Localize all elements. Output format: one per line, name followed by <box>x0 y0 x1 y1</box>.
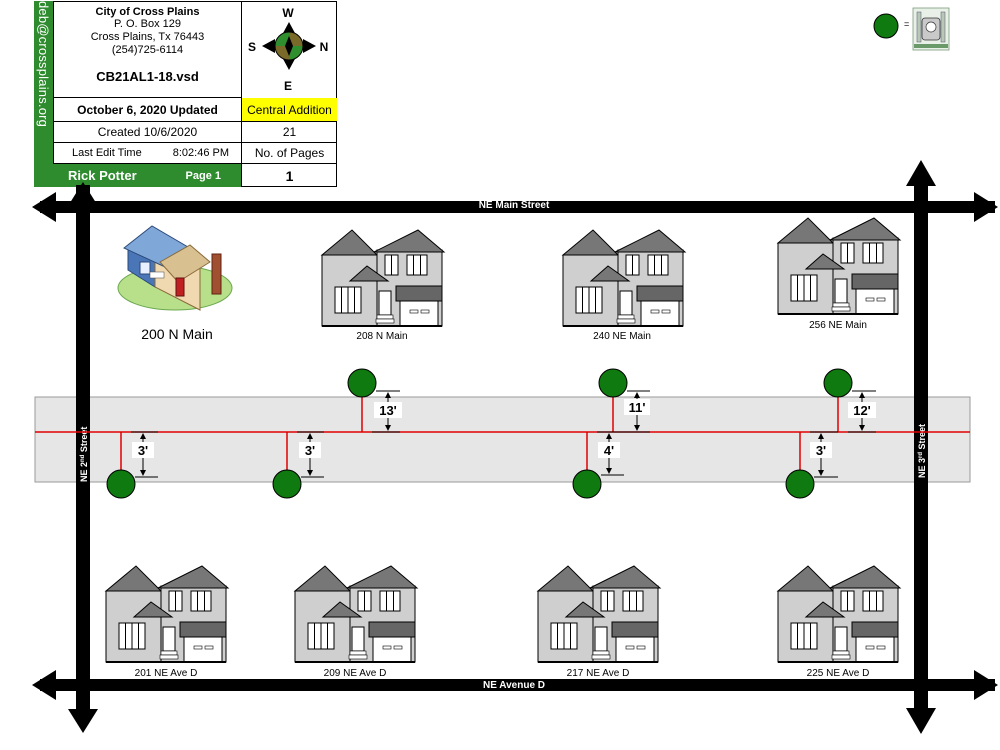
meter-offset-label: 3' <box>305 443 315 458</box>
house-201-ne-ave-d <box>105 565 229 663</box>
city-state-zip: Cross Plains, Tx 76443 <box>90 31 205 43</box>
house-label: 200 N Main <box>141 326 213 342</box>
meter-south-4: 3' <box>785 431 838 499</box>
phone: (254)725-6114 <box>111 44 184 56</box>
pages-count: 1 <box>285 167 294 184</box>
house-label: 201 NE Ave D <box>135 668 198 679</box>
alley-easement <box>34 396 971 483</box>
road-ne-avenue-d <box>40 679 995 691</box>
gas-meter-marker <box>106 469 136 499</box>
last-edit-time: 8:02:46 PM <box>172 147 229 159</box>
title-block: City of Cross Plains P. O. Box 129 Cross… <box>35 1 337 187</box>
compass-icon: W E S N <box>248 6 328 93</box>
road-network <box>32 160 998 734</box>
gas-meter-marker <box>572 469 602 499</box>
last-edit-label: Last Edit Time <box>72 147 142 159</box>
house-label: 225 NE Ave D <box>807 668 870 679</box>
house-label: 209 NE Ave D <box>324 668 387 679</box>
house-225-ne-ave-d <box>777 565 901 663</box>
author-row: Rick Potter Page 1 <box>35 164 242 187</box>
addition-number: 21 <box>242 122 337 143</box>
meter-offset-label: 11' <box>629 400 646 415</box>
email-sidebar: deb@crossplains.org <box>34 1 53 187</box>
house-240-ne-main <box>562 229 686 327</box>
meter-offset-label: 3' <box>138 443 148 458</box>
page-label: Page 1 <box>185 169 221 182</box>
house-256-ne-main <box>777 217 901 315</box>
gas-meter-marker <box>823 368 853 398</box>
street-label-right: NE 3rd Street <box>917 424 927 478</box>
house-icon-200-n-main <box>117 225 233 311</box>
legend-equals: = <box>904 19 909 29</box>
house-label: 240 NE Main <box>593 331 651 342</box>
meter-offset-label: 3' <box>816 443 826 458</box>
po-box: P. O. Box 129 <box>113 18 182 30</box>
house-label: 208 N Main <box>356 331 407 342</box>
gas-meter-marker <box>272 469 302 499</box>
house-label: 256 NE Main <box>809 320 867 331</box>
meter-south-3: 4' <box>572 431 624 499</box>
meter-north-2: 11' <box>598 368 650 433</box>
last-edit-row: Last Edit Time 8:02:46 PM <box>54 143 242 164</box>
meter-south-2: 3' <box>272 431 324 499</box>
meter-offset-label: 4' <box>604 443 614 458</box>
gas-meter-marker <box>347 368 377 398</box>
legend-meter-marker <box>873 13 899 39</box>
compass-west: W <box>282 6 294 20</box>
created-date: Created 10/6/2020 <box>54 122 242 143</box>
compass-south: S <box>248 40 256 54</box>
meter-north-1: 13' <box>347 368 402 433</box>
street-label-top: NE Main Street <box>479 200 550 211</box>
house-label: 217 NE Ave D <box>567 668 630 679</box>
street-label-bottom: NE Avenue D <box>483 680 545 691</box>
house-209-ne-ave-d <box>294 565 418 663</box>
house-208-n-main <box>321 229 445 327</box>
meter-offset-label: 12' <box>853 403 871 418</box>
updated-date: October 6, 2020 Updated <box>54 98 242 122</box>
meter-north-3: 12' <box>823 368 876 433</box>
meter-south-1: 3' <box>106 431 158 499</box>
author-name: Rick Potter <box>68 168 137 183</box>
gas-meter-marker <box>598 368 628 398</box>
addition-name: Central Addition <box>242 98 337 122</box>
email-text: deb@crossplains.org <box>36 1 51 128</box>
road-ne-main <box>40 201 995 213</box>
house-217-ne-ave-d <box>537 565 661 663</box>
compass-north: N <box>320 40 329 54</box>
gas-meter-icon <box>912 7 950 51</box>
city-name: City of Cross Plains <box>95 6 200 18</box>
file-name: CB21AL1-18.vsd <box>96 69 199 84</box>
address-block: City of Cross Plains P. O. Box 129 Cross… <box>54 2 242 98</box>
pages-label: No. of Pages <box>242 143 337 164</box>
street-label-left: NE 2nd Street <box>79 427 89 482</box>
legend: = <box>873 7 950 51</box>
meter-offset-label: 13' <box>379 403 397 418</box>
gas-meter-marker <box>785 469 815 499</box>
compass-east: E <box>284 79 292 93</box>
